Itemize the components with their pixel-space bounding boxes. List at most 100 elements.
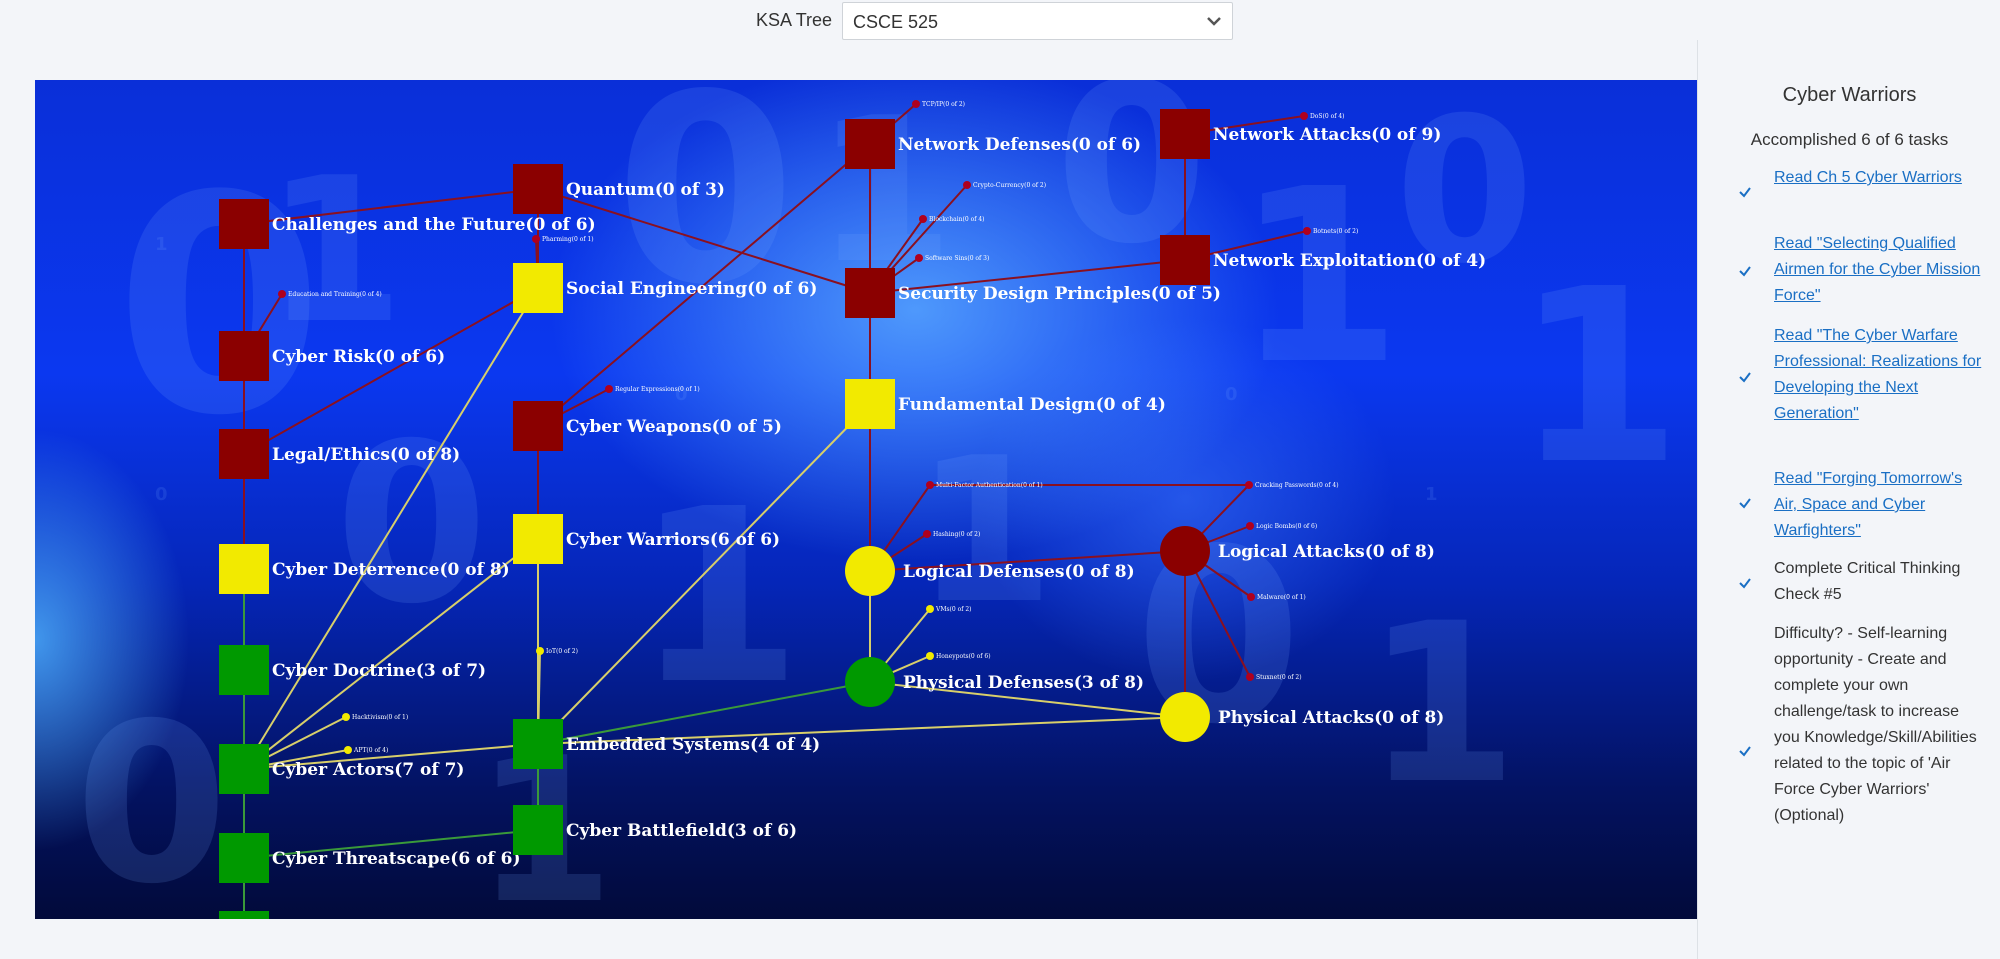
- subtopic-node[interactable]: Pharming(0 of 1): [532, 235, 594, 243]
- subtopic-node[interactable]: Honeypots(0 of 6): [926, 652, 991, 660]
- topic-node[interactable]: Cyber Actors(7 of 7): [219, 744, 464, 794]
- task-item: Read Ch 5 Cyber Warriors: [1738, 165, 1988, 225]
- sidebar-title: Cyber Warriors: [1782, 84, 1917, 106]
- topic-node[interactable]: Cyber Threatscape(6 of 6): [219, 833, 521, 883]
- topic-node-marker: [219, 833, 269, 883]
- svg-text:1: 1: [1515, 237, 1682, 517]
- topic-node-marker: [219, 645, 269, 695]
- topic-node[interactable]: Physical Defenses(3 of 8): [845, 657, 1144, 707]
- checkmark-icon[interactable]: [1738, 744, 1752, 758]
- topic-node[interactable]: Network Defenses(0 of 6): [845, 119, 1141, 169]
- topic-node[interactable]: Network Attacks(0 of 9): [1160, 109, 1441, 159]
- top-bar: KSA Tree CSCE 525: [0, 0, 1700, 55]
- graph-link: [537, 403, 871, 745]
- subtopic-node[interactable]: Blockchain(0 of 4): [919, 215, 985, 223]
- topic-node[interactable]: Network Exploitation(0 of 4): [1160, 235, 1486, 285]
- topic-node-marker: [219, 911, 269, 919]
- svg-text:0: 0: [1395, 80, 1534, 308]
- subtopic-node[interactable]: IoT(0 of 2): [536, 647, 578, 655]
- topic-node[interactable]: Introduction to Cyber Warfare(6 of 8): [219, 911, 631, 919]
- topic-node[interactable]: Cyber Risk(0 of 6): [219, 331, 445, 381]
- topic-node-marker: [513, 719, 563, 769]
- svg-text:0: 0: [75, 676, 228, 919]
- checkmark-icon[interactable]: [1738, 496, 1752, 510]
- topic-node-label: Cyber Warriors(6 of 6): [566, 530, 780, 550]
- subtopic-label: Stuxnet(0 of 2): [1256, 674, 1302, 681]
- subtopic-node[interactable]: Software Sins(0 of 3): [915, 254, 989, 262]
- subtopic-node[interactable]: Cracking Passwords(0 of 4): [1245, 481, 1339, 489]
- graph-link: [537, 188, 871, 294]
- ksa-select-value: CSCE 525: [853, 12, 939, 32]
- subtopic-marker: [605, 385, 613, 393]
- subtopic-label: Software Sins(0 of 3): [925, 255, 989, 262]
- task-text: Difficulty? - Self-learning opportunity …: [1774, 625, 1977, 824]
- topic-node[interactable]: Embedded Systems(4 of 4): [513, 719, 820, 769]
- topic-node[interactable]: Legal/Ethics(0 of 8): [219, 429, 460, 479]
- topic-node[interactable]: Cyber Deterrence(0 of 8): [219, 544, 510, 594]
- svg-text:1: 1: [1425, 484, 1438, 505]
- topic-node[interactable]: Quantum(0 of 3): [513, 164, 725, 214]
- subtopic-label: IoT(0 of 2): [546, 648, 578, 655]
- subtopic-node[interactable]: Stuxnet(0 of 2): [1246, 673, 1302, 681]
- topic-node-label: Network Exploitation(0 of 4): [1213, 251, 1486, 271]
- checkmark-icon[interactable]: [1738, 185, 1752, 199]
- task-link[interactable]: Read "Forging Tomorrow's Air, Space and …: [1774, 470, 1963, 539]
- graph-link: [243, 287, 539, 770]
- subtopic-marker: [912, 100, 920, 108]
- subtopic-node[interactable]: Crypto-Currency(0 of 2): [963, 181, 1046, 189]
- topic-node[interactable]: Logical Defenses(0 of 8): [845, 546, 1135, 596]
- svg-text:0: 0: [615, 80, 796, 342]
- topic-node[interactable]: Fundamental Design(0 of 4): [845, 379, 1166, 429]
- subtopic-node[interactable]: Hacktivism(0 of 1): [342, 713, 408, 721]
- topic-node-marker: [513, 805, 563, 855]
- subtopic-marker: [342, 713, 350, 721]
- subtopic-node[interactable]: Malware(0 of 1): [1247, 593, 1306, 601]
- topic-node[interactable]: Challenges and the Future(0 of 6): [219, 199, 596, 249]
- topic-node-marker: [845, 657, 895, 707]
- topic-node[interactable]: Cyber Battlefield(3 of 6): [513, 805, 797, 855]
- subtopic-node[interactable]: Logic Bombs(0 of 6): [1246, 522, 1317, 530]
- topic-node[interactable]: Cyber Doctrine(3 of 7): [219, 645, 486, 695]
- subtopic-label: Logic Bombs(0 of 6): [1256, 523, 1317, 530]
- graph-link: [243, 188, 539, 225]
- task-text: Complete Critical Thinking Check #5: [1774, 560, 1961, 603]
- subtopic-label: Blockchain(0 of 4): [929, 216, 985, 223]
- subtopic-node[interactable]: Regular Expressions(0 of 1): [605, 385, 700, 393]
- subtopic-marker: [926, 605, 934, 613]
- subtopic-node[interactable]: Botnets(0 of 2): [1303, 227, 1358, 235]
- ksa-tree-select[interactable]: CSCE 525: [842, 2, 1233, 40]
- subtopic-node[interactable]: APT(0 of 4): [344, 746, 388, 754]
- subtopic-node[interactable]: TCP/IP(0 of 2): [912, 100, 965, 108]
- task-link[interactable]: Read "The Cyber Warfare Professional: Re…: [1774, 327, 1982, 422]
- graph-link: [243, 743, 539, 770]
- task-link[interactable]: Read Ch 5 Cyber Warriors: [1774, 169, 1962, 186]
- svg-text:1: 1: [915, 415, 1054, 648]
- subtopic-node[interactable]: Hashing(0 of 2): [923, 530, 980, 538]
- background-binary-digits: 0 1 0 1 0 1 0 1 0 1 1 0 1 0 1 1 0 0 0 1 …: [75, 80, 1682, 919]
- subtopic-node[interactable]: VMs(0 of 2): [926, 605, 972, 613]
- topic-node[interactable]: Physical Attacks(0 of 8): [1160, 692, 1444, 742]
- topic-node[interactable]: Cyber Weapons(0 of 5): [513, 401, 782, 451]
- checkmark-icon[interactable]: [1738, 576, 1752, 590]
- topic-node[interactable]: Cyber Warriors(6 of 6): [513, 514, 780, 564]
- checkmark-icon[interactable]: [1738, 370, 1752, 384]
- checkmark-icon[interactable]: [1738, 264, 1752, 278]
- topic-node-label: Fundamental Design(0 of 4): [898, 395, 1166, 415]
- subtopic-node[interactable]: Education and Training(0 of 4): [278, 290, 382, 298]
- subtopic-marker: [963, 181, 971, 189]
- topic-node[interactable]: Social Engineering(0 of 6): [513, 263, 817, 313]
- subtopic-marker: [536, 647, 544, 655]
- topic-node-label: Quantum(0 of 3): [566, 180, 725, 200]
- topic-node[interactable]: Logical Attacks(0 of 8): [1160, 526, 1435, 576]
- task-link[interactable]: Read "Selecting Qualified Airmen for the…: [1774, 235, 1981, 304]
- topic-node-marker: [513, 401, 563, 451]
- topic-node-marker: [845, 119, 895, 169]
- svg-text:1: 1: [1235, 137, 1402, 417]
- topic-node[interactable]: Security Design Principles(0 of 5): [845, 268, 1221, 318]
- topic-node-label: Cyber Risk(0 of 6): [272, 347, 445, 367]
- topic-node-label: Cyber Actors(7 of 7): [272, 760, 464, 780]
- topic-node-marker: [845, 379, 895, 429]
- subtopic-marker: [1246, 522, 1254, 530]
- subtopic-node[interactable]: DoS(0 of 4): [1300, 112, 1345, 120]
- subtopic-node[interactable]: Multi-Factor Authentication(0 of 1): [926, 481, 1043, 489]
